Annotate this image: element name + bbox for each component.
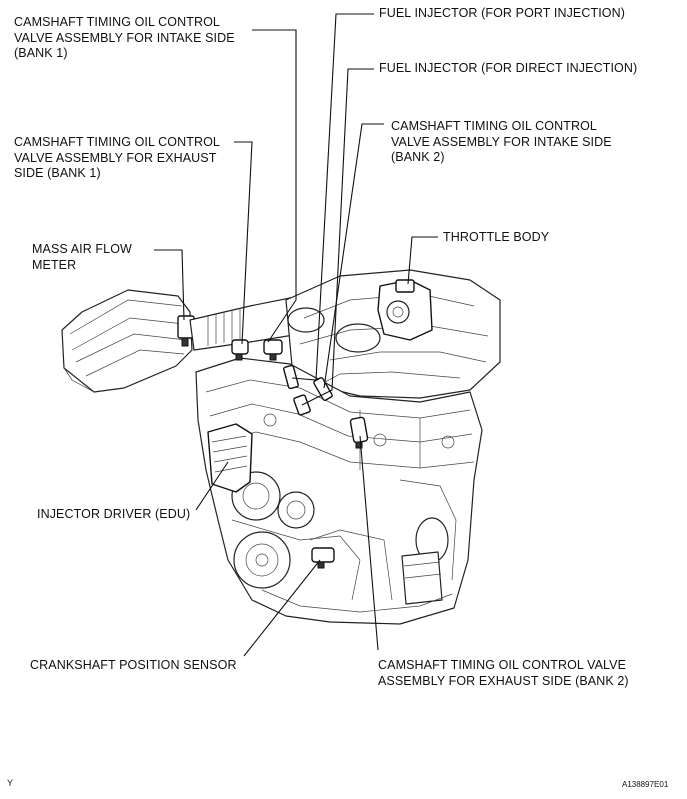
label-injector-driver-edu: INJECTOR DRIVER (EDU) (37, 507, 191, 521)
leader-fuel-direct (301, 68, 374, 406)
leader-crank (243, 559, 321, 657)
label-crankshaft-position-sensor: CRANKSHAFT POSITION SENSOR (30, 658, 237, 672)
leader-cam-intake-b2 (323, 123, 384, 389)
leader-edu (195, 461, 229, 511)
leader-cam-exhaust-b2 (359, 435, 379, 651)
leader-throttle (407, 236, 438, 285)
label-mass-air-flow-meter: MASS AIR FLOW METER (32, 242, 132, 272)
label-camshaft-ocv-intake-bank2: CAMSHAFT TIMING OIL CONTROL VALVE ASSEMB… (391, 119, 612, 164)
leader-fuel-port (291, 13, 374, 381)
corner-mark-left: Y (7, 778, 14, 788)
label-camshaft-ocv-exhaust-bank2: CAMSHAFT TIMING OIL CONTROL VALVE ASSEMB… (378, 658, 629, 688)
leader-cam-exhaust-b1 (234, 141, 253, 345)
label-camshaft-ocv-intake-bank1: CAMSHAFT TIMING OIL CONTROL VALVE ASSEMB… (14, 15, 235, 60)
label-camshaft-ocv-exhaust-bank1: CAMSHAFT TIMING OIL CONTROL VALVE ASSEMB… (14, 135, 220, 180)
label-fuel-injector-port: FUEL INJECTOR (FOR PORT INJECTION) (379, 6, 626, 20)
leader-cam-intake-b1 (252, 29, 297, 343)
leader-maf (154, 249, 185, 321)
label-fuel-injector-direct: FUEL INJECTOR (FOR DIRECT INJECTION) (379, 61, 638, 75)
leader-lines (154, 13, 438, 657)
figure-id: A138897E01 (622, 780, 669, 789)
label-throttle-body: THROTTLE BODY (443, 230, 550, 244)
